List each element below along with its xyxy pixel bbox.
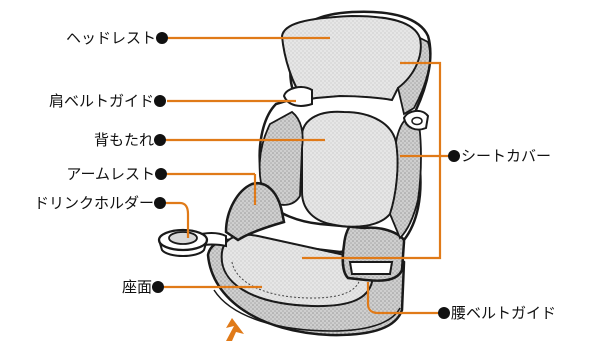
dot-shoulder-belt-guide xyxy=(154,95,166,107)
label-seat-cushion: 座面 xyxy=(121,278,152,296)
label-dots xyxy=(152,32,460,319)
dot-backrest xyxy=(154,134,166,146)
leader-drink-holder xyxy=(166,201,190,238)
headrest-wing xyxy=(396,36,431,116)
seat-cushion-seam xyxy=(231,261,361,299)
label-drink-holder: ドリンクホルダー xyxy=(33,194,154,212)
dot-seat-cushion xyxy=(152,281,164,293)
leader-lap-belt-guide xyxy=(366,282,438,315)
label-armrest: アームレスト xyxy=(66,165,155,183)
left-armrest xyxy=(224,181,286,242)
leader-lines xyxy=(164,36,448,315)
label-shoulder-belt-guide: 肩ベルトガイド xyxy=(48,92,154,110)
label-backrest: 背もたれ xyxy=(93,131,154,149)
drink-holder-body xyxy=(158,239,208,257)
left-back-wing xyxy=(258,110,304,206)
dot-drink-holder xyxy=(154,197,166,209)
dot-seat-cover xyxy=(448,150,460,162)
label-headrest: ヘッドレスト xyxy=(65,29,156,47)
drink-holder-cup xyxy=(168,231,198,245)
dot-armrest xyxy=(155,168,167,180)
backrest-fabric xyxy=(300,110,399,228)
seat-base-rim xyxy=(213,289,401,332)
label-lap-belt-guide: 腰ベルトガイド xyxy=(451,304,557,322)
dot-headrest xyxy=(156,32,168,44)
label-seat-cover: シートカバー xyxy=(461,147,552,165)
direction-arrow xyxy=(226,318,244,341)
dot-lap-belt-guide xyxy=(438,307,450,319)
shoulder-belt-guide-left xyxy=(282,86,313,107)
leader-seat-cover xyxy=(302,61,442,260)
shoulder-belt-guide-right-hole xyxy=(411,116,423,126)
lap-belt-guide-hook xyxy=(348,261,394,275)
